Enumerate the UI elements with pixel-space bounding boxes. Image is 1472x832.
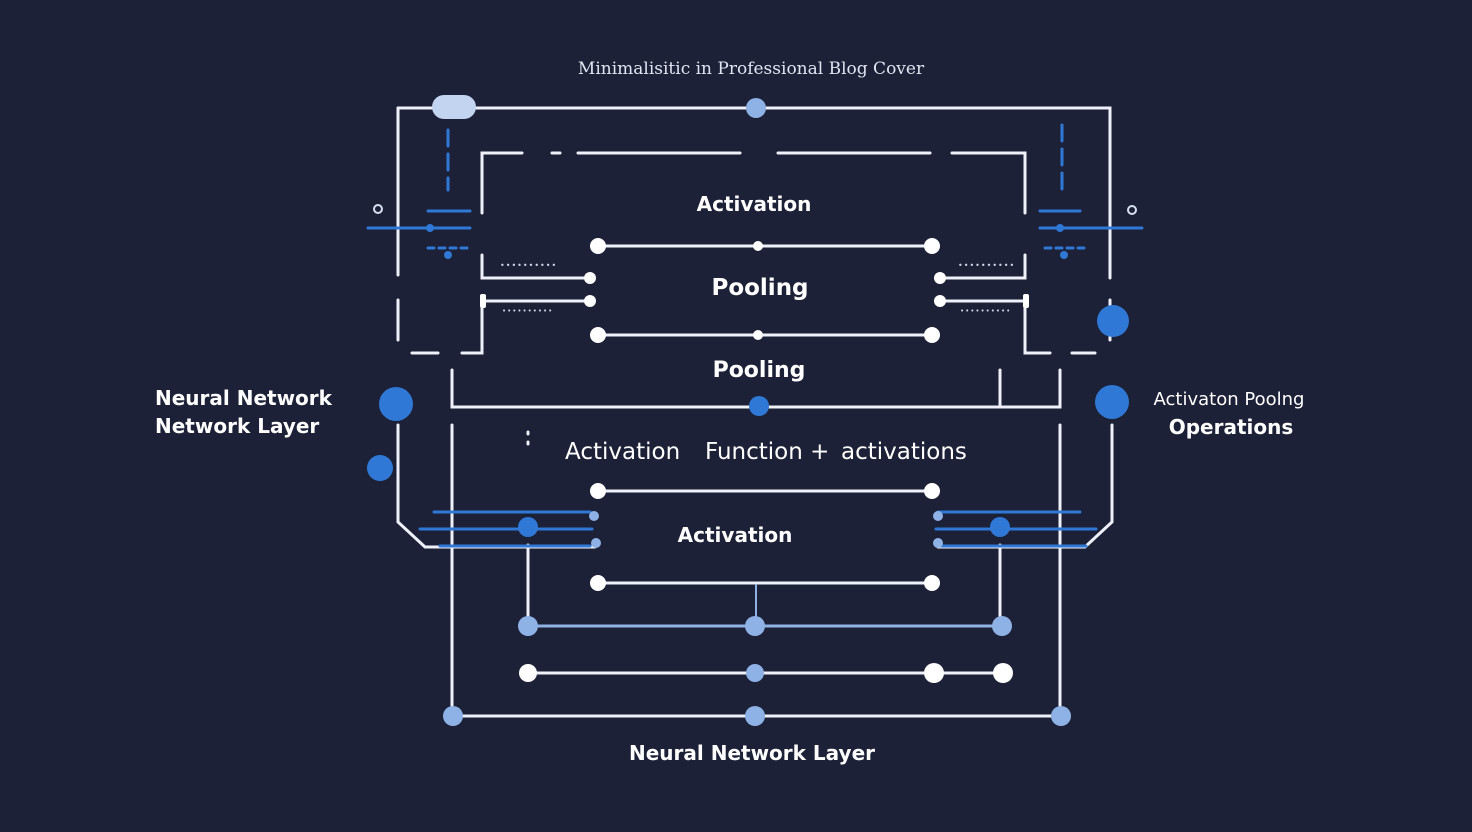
ring-node xyxy=(373,204,383,214)
node xyxy=(443,706,463,726)
node xyxy=(746,664,764,682)
left-caption-line1: Neural Network xyxy=(155,386,332,410)
node xyxy=(990,517,1010,537)
label-activation-function-c: activations xyxy=(841,439,967,465)
node xyxy=(934,295,946,307)
node xyxy=(518,616,538,636)
node xyxy=(1051,706,1071,726)
node xyxy=(924,663,944,683)
node-tab xyxy=(1023,294,1029,308)
node xyxy=(584,272,596,284)
node xyxy=(1060,251,1068,259)
right-caption-line2: Operations xyxy=(1168,415,1294,439)
label-activation-function-b: Function + xyxy=(705,439,830,465)
inner-frame-right-bottom xyxy=(1023,298,1052,355)
label-activation-function-a: Activation xyxy=(565,439,681,465)
inner-frame-right-side xyxy=(938,253,1027,280)
node xyxy=(1097,305,1129,337)
node xyxy=(584,295,596,307)
node xyxy=(992,616,1012,636)
label-pooling-upper: Pooling xyxy=(711,275,809,301)
node xyxy=(590,483,606,499)
node xyxy=(590,238,606,254)
node xyxy=(590,327,606,343)
dots-mid-left: •••••••••• xyxy=(502,307,554,315)
cover-title: Minimalisitic in Professional Blog Cover xyxy=(577,59,925,79)
node xyxy=(745,706,765,726)
node xyxy=(1095,385,1129,419)
inner-frame-top-a xyxy=(480,151,524,215)
outer-frame xyxy=(396,106,1112,280)
node xyxy=(924,327,940,343)
node xyxy=(749,396,769,416)
node xyxy=(367,455,393,481)
label-pooling-lower: Pooling xyxy=(712,358,806,383)
ring-node xyxy=(1127,205,1137,215)
node xyxy=(379,387,413,421)
node xyxy=(1056,224,1064,232)
node xyxy=(934,272,946,284)
dots-top-right: •••••••••• xyxy=(958,261,1016,270)
node xyxy=(924,238,940,254)
node xyxy=(924,483,940,499)
node xyxy=(591,538,601,548)
node xyxy=(426,224,434,232)
node xyxy=(746,98,766,118)
dots-mid-right: •••••••••• xyxy=(960,307,1012,315)
label-activation-top: Activation xyxy=(696,192,812,216)
node xyxy=(589,511,599,521)
node-tab xyxy=(480,294,486,308)
node xyxy=(753,330,763,340)
inner-frame-top-e xyxy=(950,151,1027,215)
node xyxy=(924,575,940,591)
inner-frame-left-bottom xyxy=(460,298,484,355)
footer-caption: Neural Network Layer xyxy=(628,741,876,765)
inner-frame-left-side xyxy=(480,253,592,280)
dots-top-left: •••••••••• xyxy=(500,261,558,270)
node xyxy=(933,511,943,521)
node xyxy=(753,241,763,251)
node xyxy=(590,575,606,591)
right-caption-line1: Activaton Poolng xyxy=(1153,389,1305,410)
left-caption-line2: Network Layer xyxy=(155,414,320,438)
node xyxy=(993,663,1013,683)
node xyxy=(519,664,537,682)
top-pill-node xyxy=(432,95,476,119)
label-activation-bottom: Activation xyxy=(677,523,793,547)
node xyxy=(518,517,538,537)
node xyxy=(444,251,452,259)
node xyxy=(745,616,765,636)
node xyxy=(933,538,943,548)
